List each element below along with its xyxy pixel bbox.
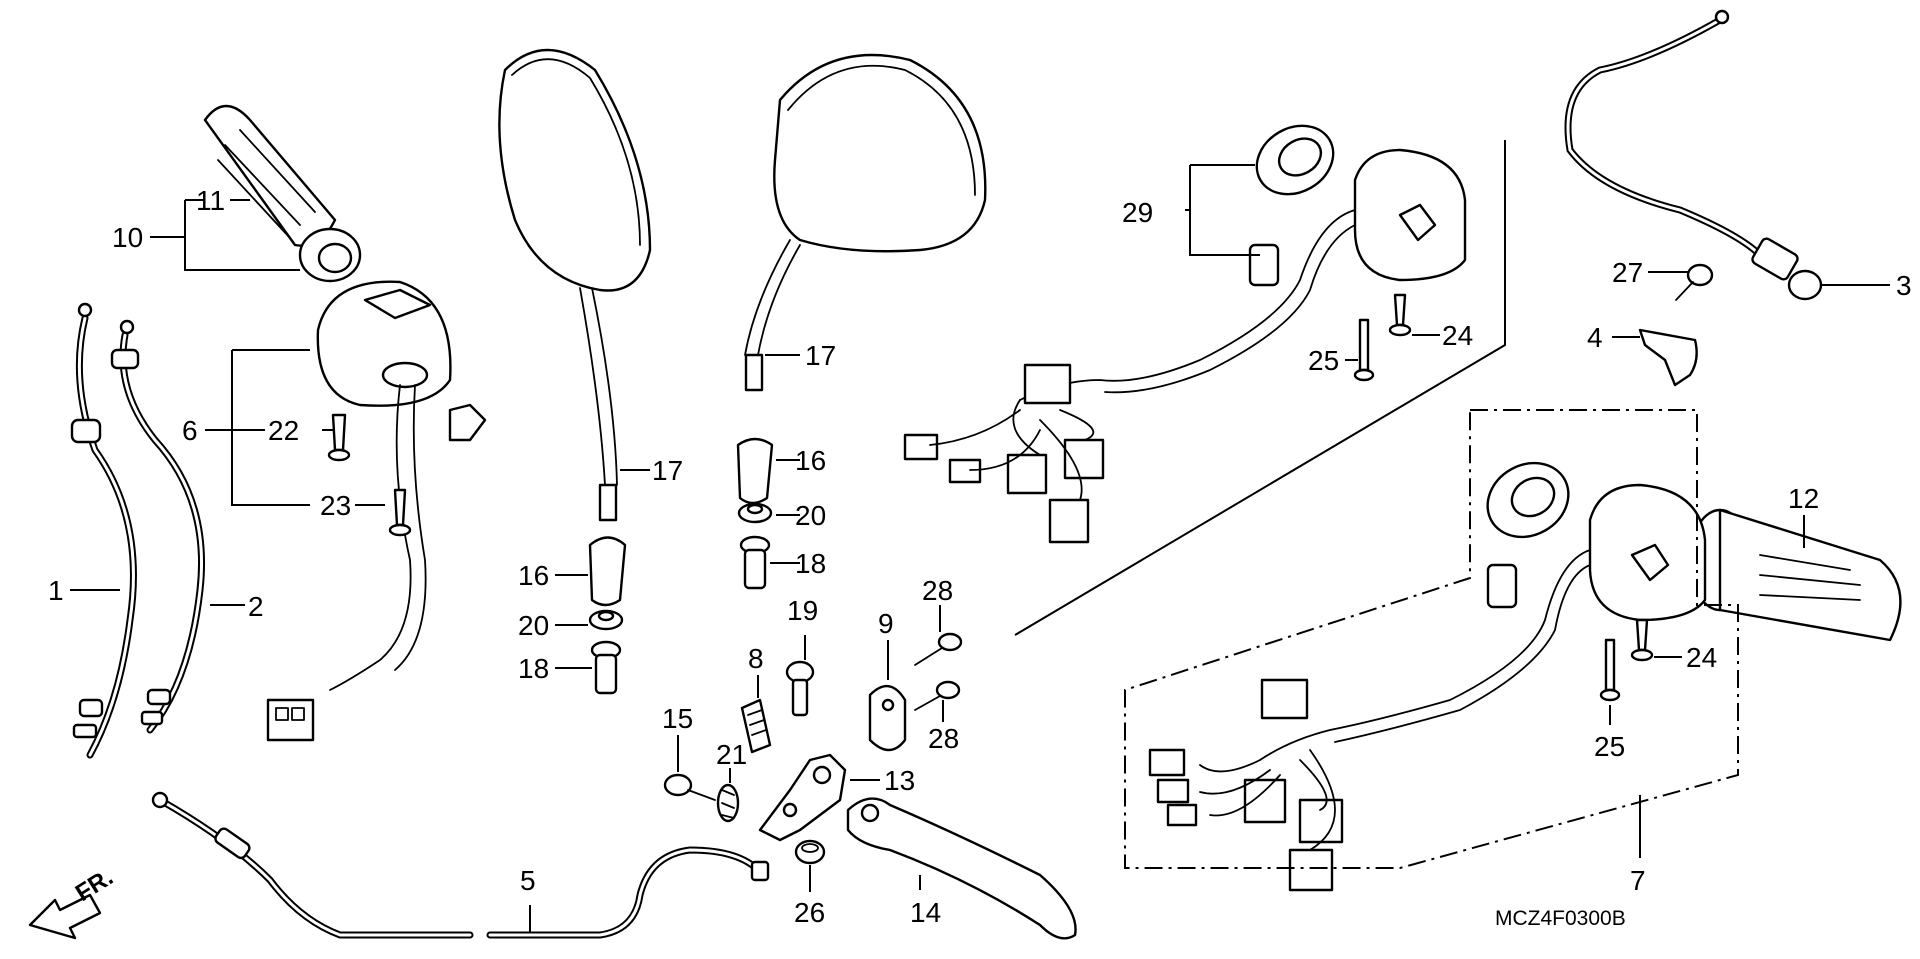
- callout-11: 11: [196, 185, 225, 216]
- callout-17-left: 17: [652, 455, 683, 486]
- throttle-cable-2: [110, 319, 206, 734]
- callout-3: 3: [1896, 270, 1912, 301]
- callout-23: 23: [320, 490, 351, 521]
- bolt-27: [1675, 263, 1714, 301]
- callout-5: 5: [520, 865, 536, 896]
- callout-8: 8: [748, 643, 764, 674]
- callout-6: 6: [182, 415, 198, 446]
- callout-24-upper: 24: [1442, 320, 1473, 351]
- callout-19: 19: [787, 595, 818, 626]
- callout-20-left: 20: [518, 610, 549, 641]
- callout-7: 7: [1630, 865, 1646, 896]
- screw-25-upper: [1353, 318, 1375, 382]
- callout-18-right: 18: [795, 548, 826, 579]
- callout-29: 29: [1122, 197, 1153, 228]
- right-switch-assembly-upper: [903, 124, 1467, 544]
- callout-14: 14: [910, 897, 941, 928]
- callout-16-right: 16: [795, 445, 826, 476]
- callout-4: 4: [1587, 322, 1603, 353]
- callout-25-lower: 25: [1594, 731, 1625, 762]
- bracket-4: [1638, 328, 1698, 387]
- holder-9: [868, 685, 907, 752]
- spring-pin-8: [740, 698, 772, 754]
- callout-24-lower: 24: [1686, 642, 1717, 673]
- screw-23: [388, 488, 412, 537]
- grip-left: [203, 104, 362, 283]
- callout-25-upper: 25: [1308, 345, 1339, 376]
- callout-12: 12: [1788, 483, 1819, 514]
- mirror-left: [498, 48, 652, 522]
- callout-28-lower: 28: [928, 723, 959, 754]
- mirror-right: [744, 53, 987, 392]
- grip-right-12: [1688, 508, 1902, 642]
- callout-9: 9: [878, 608, 894, 639]
- callout-16-left: 16: [518, 560, 549, 591]
- mirror-adapter-right: [736, 437, 774, 590]
- callout-27: 27: [1612, 257, 1643, 288]
- grommet-26: [794, 839, 826, 865]
- lever-bracket-13: [758, 753, 847, 842]
- screw-24-lower: [1630, 618, 1654, 662]
- left-switch-housing: [266, 280, 487, 742]
- callout-18-left: 18: [518, 653, 549, 684]
- right-switch-assembly-7: [1148, 461, 1707, 892]
- throttle-cable-1: [70, 302, 137, 759]
- callout-10: 10: [112, 222, 143, 253]
- bolt-28-upper: [914, 632, 963, 666]
- mirror-adapter-left: [588, 536, 627, 695]
- callout-15: 15: [662, 703, 693, 734]
- front-direction-arrow: [28, 893, 102, 940]
- diagram-code: MCZ4F0300B: [1495, 907, 1626, 930]
- bolt-19: [785, 660, 815, 717]
- screw-22: [327, 413, 351, 462]
- callout-28-upper: 28: [922, 575, 953, 606]
- screw-24-upper: [1388, 293, 1412, 337]
- screw-25-lower: [1599, 638, 1621, 702]
- callout-22: 22: [268, 415, 299, 446]
- clutch-cable-5: [151, 791, 770, 939]
- clutch-lever-14: [846, 797, 1077, 940]
- callout-21: 21: [716, 739, 747, 770]
- callout-2: 2: [248, 591, 264, 622]
- callout-13: 13: [884, 765, 915, 796]
- choke-cable-3: [1564, 9, 1823, 301]
- callout-17-right: 17: [805, 340, 836, 371]
- callouts: 1 2 3 4 5 6 7 8 9 10 11 12 13 14 15 16 1…: [48, 185, 1912, 928]
- callout-20-right: 20: [795, 500, 826, 531]
- bolt-15: [663, 773, 716, 801]
- washer-21: [716, 783, 740, 823]
- bolt-28-lower: [914, 680, 961, 711]
- callout-26: 26: [794, 897, 825, 928]
- callout-1: 1: [48, 575, 64, 606]
